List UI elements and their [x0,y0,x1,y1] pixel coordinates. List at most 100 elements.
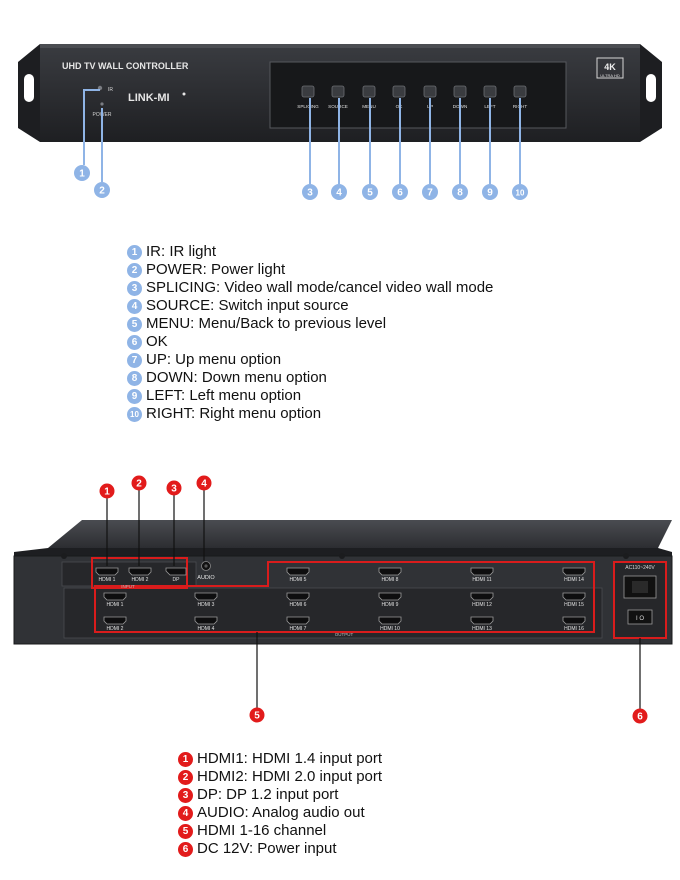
legend-number-badge: 6 [178,841,193,857]
input-port-hdmi-1 [95,567,119,576]
legend-number-badge: 8 [127,370,142,386]
4k-badge-text: 4K [604,62,616,72]
legend-number-badge: 4 [178,805,193,821]
callout-marker-5 [249,707,265,723]
legend-text: HDMI1: HDMI 1.4 input port [197,750,383,767]
callout-number: 3 [171,484,177,495]
legend-text: AUDIO: Analog audio out [197,804,365,821]
legend-text: RIGHT: Right menu option [146,405,322,422]
input-port-label: DP [173,577,181,583]
callout-marker-6 [392,184,408,200]
output-port-label: HDMI 3 [198,602,215,608]
power-led [100,102,104,106]
legend-text: LEFT: Left menu option [146,387,302,404]
output-port-label: HDMI 15 [564,602,584,608]
callout-number: 4 [336,188,342,199]
front-button-right[interactable] [513,85,527,98]
front-button-down[interactable] [453,85,467,98]
output-port-label: HDMI 2 [107,626,124,632]
callout-number: 6 [397,188,403,199]
callout-marker-3 [166,480,182,496]
output-label: OUTPUT [335,632,354,637]
output-highlight [94,561,595,633]
output-port-label: HDMI 7 [290,626,307,632]
callout-marker-1 [74,165,90,181]
4k-badge [596,57,624,79]
callout-number: 2 [136,479,142,490]
front-button-ok[interactable] [392,85,406,98]
left-ear-slot [24,74,34,102]
4k-badge-sub: ULTRA HD [600,73,620,78]
output-port [470,567,494,576]
legend-number-badge: 9 [127,388,142,404]
callout-marker-5 [362,184,378,200]
callout-number: 2 [99,186,105,197]
legend-text: POWER: Power light [146,261,286,278]
callout-marker-2 [94,182,110,198]
front-button-up[interactable] [423,85,437,98]
front-button-left[interactable] [483,85,497,98]
legend-number-badge: 2 [178,769,193,785]
legend-number-badge: 3 [178,787,193,803]
output-area [63,587,603,639]
legend-text: HDMI2: HDMI 2.0 input port [197,768,383,785]
legend-text: DP: DP 1.2 input port [197,786,339,803]
callout-number: 6 [637,712,643,723]
legend-text: SPLICING: Video wall mode/cancel video w… [146,279,494,296]
legend-text: MENU: Menu/Back to previous level [146,315,387,332]
output-port [470,616,494,625]
legend-number-badge: 6 [127,334,142,350]
callout-marker-4 [331,184,347,200]
front-button-menu[interactable] [362,85,376,98]
front-button-splicing[interactable] [301,85,315,98]
legend-text: SOURCE: Switch input source [146,297,349,314]
callout-marker-7 [422,184,438,200]
output-port [286,592,310,601]
output-port [194,616,218,625]
legend-number-badge: 5 [178,823,193,839]
legend-number-badge: 4 [127,298,142,314]
output-port [562,592,586,601]
dp-port [165,567,187,576]
front-title: UHD TV WALL CONTROLLER [62,61,189,71]
callout-marker-10 [512,184,528,200]
ir-label: IR [108,87,113,93]
callout-number: 10 [516,189,525,198]
callout-number: 7 [427,188,433,199]
output-port [286,616,310,625]
front-button-source[interactable] [331,85,345,98]
callout-number: 3 [307,188,313,199]
output-port-label: HDMI 16 [564,626,584,632]
output-port-label: HDMI 8 [382,577,399,583]
callout-number: 5 [367,188,373,199]
callout-leader [83,89,100,165]
legend-number-badge: 1 [178,751,193,767]
legend-text: UP: Up menu option [146,351,282,368]
callout-number: 8 [457,188,463,199]
brand-mark [182,92,186,96]
legend-text: DOWN: Down menu option [146,369,327,386]
output-port-label: HDMI 4 [198,626,215,632]
legend-text: OK [146,333,168,350]
legend-number-badge: 1 [127,244,142,260]
input-label: INPUT [121,584,135,589]
callout-marker-8 [452,184,468,200]
legend-number-badge: 2 [127,262,142,278]
callout-marker-1 [99,483,115,499]
callout-marker-9 [482,184,498,200]
input-port-hdmi-2 [128,567,152,576]
callout-marker-2 [131,475,147,491]
legend-number-badge: 3 [127,280,142,296]
legend-text: HDMI 1-16 channel [197,822,327,839]
